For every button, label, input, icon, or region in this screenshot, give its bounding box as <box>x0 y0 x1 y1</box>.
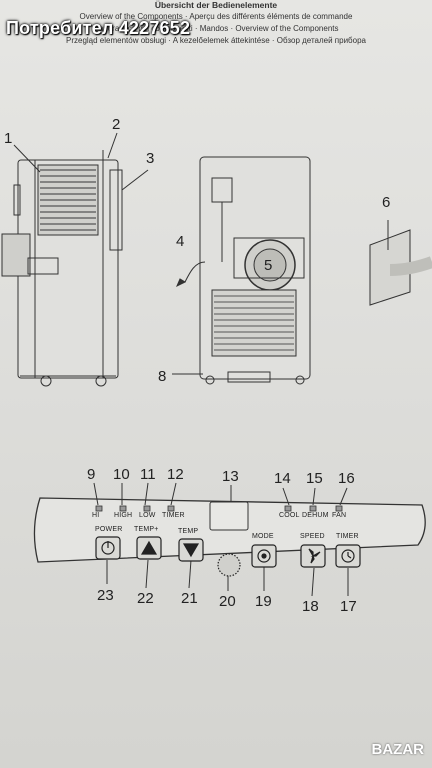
led-label-cool: COOL <box>279 512 300 519</box>
button-label-temp-plus: TEMP+ <box>134 526 159 533</box>
header-line-4: Przegląd elementów obsługi · A kezelőele… <box>66 36 366 45</box>
callout-21: 21 <box>181 590 198 607</box>
button-label-timer: TIMER <box>336 533 359 540</box>
callout-22: 22 <box>137 590 154 607</box>
button-label-temp: TEMP <box>178 528 199 535</box>
callout-18: 18 <box>302 598 319 615</box>
callout-15: 15 <box>306 470 323 487</box>
callout-9: 9 <box>87 466 96 483</box>
callout-11: 11 <box>140 466 156 483</box>
header-line-2: Overview of the Components · Aperçu des … <box>79 12 353 21</box>
panel-buttons <box>95 536 361 577</box>
callout-20: 20 <box>219 593 236 610</box>
led-label-low: LOW <box>139 512 156 519</box>
button-label-mode: MODE <box>252 533 274 540</box>
callout-14: 14 <box>274 470 291 487</box>
overlay-user-title: Потребител 4227652 <box>6 18 191 38</box>
callout-13: 13 <box>222 468 239 485</box>
led-label-timer: TIMER <box>162 512 185 519</box>
watermark-logo: BAZAR <box>371 741 425 758</box>
callout-3: 3 <box>146 150 155 167</box>
led-label-high: HIGH <box>114 512 133 519</box>
header-line-1: Übersicht der Bedienelemente <box>154 0 278 10</box>
led-label-fan: FAN <box>332 512 347 519</box>
callout-2: 2 <box>112 116 121 133</box>
callout-23: 23 <box>97 587 114 604</box>
callout-1: 1 <box>4 130 13 147</box>
button-label-speed: SPEED <box>300 533 325 540</box>
led-label-hi: HI <box>92 512 100 519</box>
callout-12: 12 <box>167 466 184 483</box>
button-label-power: POWER <box>95 526 123 533</box>
callout-6: 6 <box>382 194 391 211</box>
callout-10: 10 <box>113 466 130 483</box>
callout-4: 4 <box>176 233 185 250</box>
callout-16: 16 <box>338 470 355 487</box>
side-view-unit <box>1 132 149 387</box>
exhaust-hose <box>369 220 432 306</box>
callout-8: 8 <box>158 368 167 385</box>
control-panel-outline <box>33 482 426 597</box>
callout-19: 19 <box>255 593 272 610</box>
callout-5: 5 <box>264 257 273 274</box>
led-label-dehum: DEHUM <box>302 512 329 519</box>
header-line-3: Panoramica dei componenti · Mandos · Ove… <box>93 24 339 33</box>
back-view-unit <box>172 156 311 385</box>
callout-17: 17 <box>340 598 357 615</box>
